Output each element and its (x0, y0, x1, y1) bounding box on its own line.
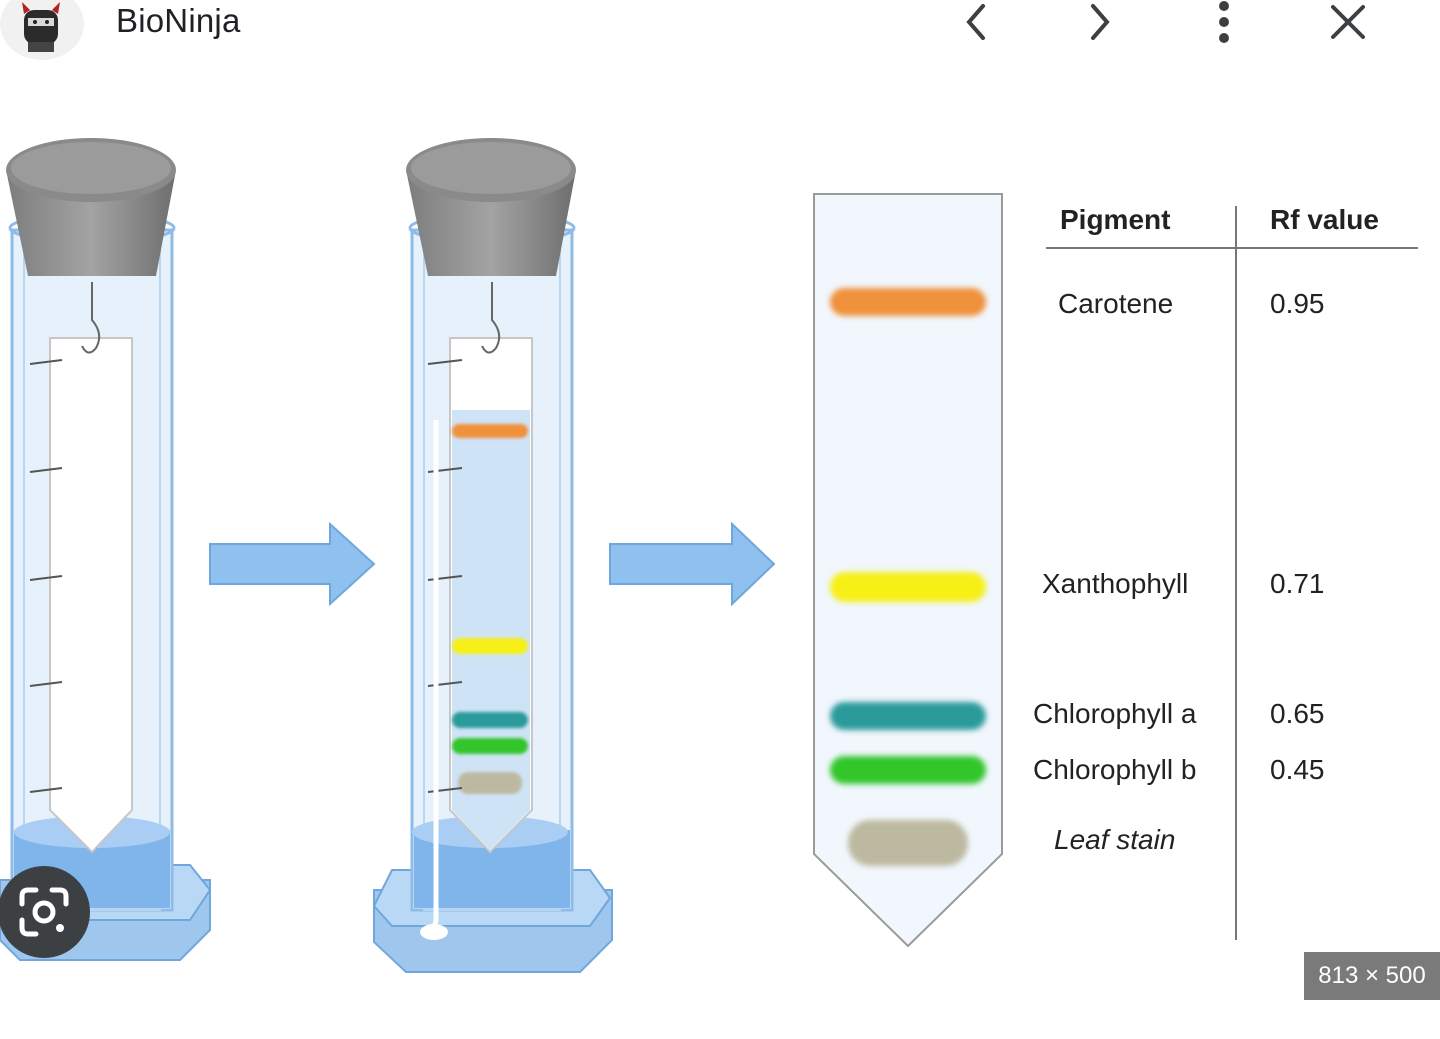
cylinder-after (372, 138, 613, 973)
more-vert-icon (1219, 1, 1229, 43)
close-icon (1331, 5, 1365, 39)
rf-value-header: Rf value (1270, 204, 1379, 235)
pigment-name: Xanthophyll (1042, 568, 1189, 599)
ninja-avatar-icon[interactable] (0, 0, 84, 60)
rf-value: 0.95 (1270, 288, 1325, 319)
image-dimensions-badge: 813 × 500 (1304, 952, 1440, 1000)
rf-value: 0.45 (1270, 754, 1325, 785)
arrow-right-icon (209, 521, 376, 607)
pigment-header: Pigment (1060, 204, 1171, 235)
chromatography-figure[interactable]: Pigment Rf value Carotene 0.95 Xanthophy… (0, 120, 1440, 980)
search-image-button[interactable] (0, 866, 90, 958)
cylinder-before (0, 138, 212, 961)
arrow-right-icon (609, 521, 776, 607)
chromatogram-strip (813, 193, 1003, 948)
rf-value: 0.71 (1270, 568, 1325, 599)
pigment-name: Carotene (1058, 288, 1174, 319)
chevron-right-icon (1091, 4, 1110, 40)
pigment-name: Chlorophyll a (1033, 698, 1197, 729)
pigment-name: Chlorophyll b (1033, 754, 1197, 785)
pigment-name: Leaf stain (1054, 824, 1176, 855)
more-options-button[interactable] (1196, 0, 1252, 44)
chevron-left-icon (966, 4, 985, 40)
figure-image (0, 138, 1418, 973)
site-name[interactable]: BioNinja (116, 2, 241, 39)
previous-button[interactable] (948, 0, 1004, 44)
viewer-topbar: BioNinja (0, 0, 1440, 70)
rf-value: 0.65 (1270, 698, 1325, 729)
next-button[interactable] (1072, 0, 1128, 44)
google-lens-icon (19, 887, 69, 937)
close-button[interactable] (1320, 0, 1376, 44)
